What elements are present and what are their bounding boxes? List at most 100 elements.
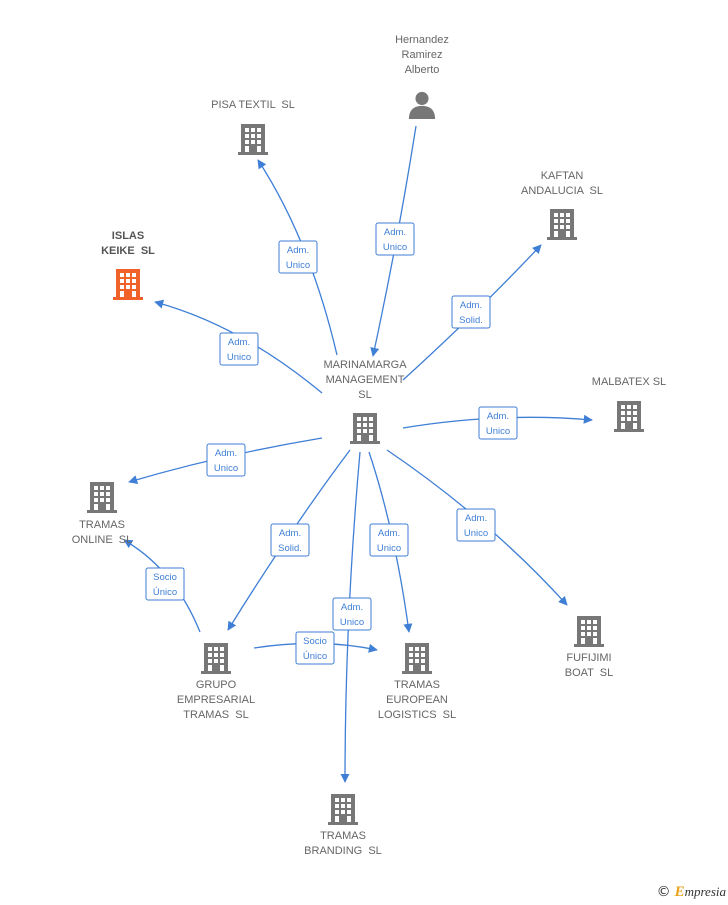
edges-layer: Adm.UnicoAdm.UnicoAdm.UnicoAdm.Solid.Adm…: [123, 125, 593, 783]
edge-marinamarga-to-tramas_online: Adm. Unico: [128, 437, 323, 485]
edge-label-box[interactable]: [456, 508, 496, 542]
edge-label-box[interactable]: [451, 295, 491, 329]
empresia-watermark: ©Empresia: [657, 884, 726, 901]
edge-label-box[interactable]: [219, 332, 259, 366]
node-label-line: MARINAMARGA: [323, 359, 407, 371]
node-label-line: FUFIJIMI: [566, 652, 611, 664]
edge-label-line: Socio: [303, 636, 327, 647]
node-label-line: Ramirez: [402, 49, 443, 61]
node-pisa[interactable]: PISA TEXTIL SL: [211, 99, 295, 155]
node-label-line: SL: [358, 389, 371, 401]
node-label-line: ONLINE SL: [72, 534, 133, 546]
building-icon[interactable]: [614, 401, 644, 432]
nodes-layer: MARINAMARGA MANAGEMENT SL HernandezRamirezA…: [72, 34, 666, 857]
empresia-logo-initial: E: [674, 884, 685, 900]
edge-label-line: Unico: [464, 528, 488, 539]
node-label-line: TRAMAS: [320, 830, 366, 842]
node-malbatex[interactable]: MALBATEX SL: [592, 376, 666, 432]
edge-label-box[interactable]: [278, 240, 318, 274]
node-label-line: BOAT SL: [565, 667, 614, 679]
edge-marinamarga-to-islas: Adm. Unico: [154, 299, 323, 394]
edge-label-line: Único: [153, 587, 177, 598]
building-icon[interactable]: [87, 482, 117, 513]
edge-label-line: Unico: [377, 543, 401, 554]
edge-label-line: Solid.: [278, 543, 302, 554]
edge-hernandez-to-marinamarga: Adm. Unico: [370, 125, 417, 357]
building-icon[interactable]: [547, 209, 577, 240]
edge-label-line: Unico: [486, 426, 510, 437]
edge-label-box[interactable]: [332, 597, 372, 631]
node-fufijimi[interactable]: FUFIJIMI BOAT SL: [565, 616, 614, 679]
node-label-line: TRAMAS: [79, 519, 125, 531]
empresia-logo-text: mpresia: [684, 884, 726, 899]
node-label-line: EMPRESARIAL: [177, 694, 255, 706]
node-marinamarga[interactable]: MARINAMARGA MANAGEMENT SL: [323, 359, 407, 444]
edge-label-line: Unico: [227, 352, 251, 363]
edge-label-line: Unico: [383, 242, 407, 253]
edge-label-box[interactable]: [145, 567, 185, 601]
node-tramas-online[interactable]: TRAMAS ONLINE SL: [72, 482, 133, 546]
node-label-line: TRAMAS: [394, 679, 440, 691]
node-label-line: KAFTAN: [541, 170, 584, 182]
node-label-line: EUROPEAN: [386, 694, 448, 706]
node-label-line: ANDALUCIA SL: [521, 185, 603, 197]
edge-marinamarga-to-kaftan: Adm. Solid.: [402, 244, 542, 381]
edge-label-line: Unico: [214, 463, 238, 474]
building-icon[interactable]: [402, 643, 432, 674]
edge-label-line: Adm.: [465, 513, 487, 524]
edge-label-line: Adm.: [487, 411, 509, 422]
building-icon[interactable]: [113, 269, 143, 300]
person-icon[interactable]: [408, 91, 436, 119]
edge-label-line: Único: [303, 651, 327, 662]
node-tramas-european[interactable]: TRAMAS EUROPEAN LOGISTICS SL: [378, 643, 456, 721]
building-icon[interactable]: [238, 124, 268, 155]
node-islas[interactable]: ISLAS KEIKE SL: [101, 230, 155, 300]
node-label-line: MALBATEX SL: [592, 376, 666, 388]
node-tramas-branding[interactable]: TRAMAS BRANDING SL: [304, 794, 382, 857]
edge-label-line: Adm.: [460, 300, 482, 311]
edge-label-line: Adm.: [341, 602, 363, 613]
building-icon[interactable]: [350, 413, 380, 444]
node-label-line: KEIKE SL: [101, 245, 155, 257]
edge-label-line: Adm.: [215, 448, 237, 459]
node-kaftan[interactable]: KAFTAN ANDALUCIA SL: [521, 170, 603, 240]
edge-marinamarga-to-tramas_european: Adm. Unico: [368, 451, 413, 633]
edge-label-box[interactable]: [270, 523, 310, 557]
node-label-line: BRANDING SL: [304, 845, 382, 857]
edge-label-box[interactable]: [369, 523, 409, 557]
edge-marinamarga-to-fufijimi: Adm. Unico: [386, 449, 568, 606]
copyright-icon: ©: [656, 884, 671, 900]
edge-label-line: Unico: [286, 260, 310, 271]
edge-label-line: Adm.: [384, 227, 406, 238]
node-label-line: MANAGEMENT: [326, 374, 405, 386]
edge-label-box[interactable]: [478, 406, 518, 440]
building-icon[interactable]: [201, 643, 231, 674]
edge-label-line: Adm.: [279, 528, 301, 539]
node-grupo[interactable]: GRUPO EMPRESARIAL TRAMAS SL: [177, 643, 255, 721]
node-label-line: ISLAS: [112, 230, 144, 242]
node-label-line: Alberto: [405, 64, 440, 76]
node-label-line: GRUPO: [196, 679, 237, 691]
edge-label-line: Unico: [340, 617, 364, 628]
edge-marinamarga-to-pisa: Adm. Unico: [257, 159, 338, 356]
node-label-line: TRAMAS SL: [183, 709, 248, 721]
edge-label-line: Solid.: [459, 315, 483, 326]
edge-marinamarga-to-grupo: Adm. Solid.: [227, 449, 351, 631]
edge-label-box[interactable]: [206, 443, 246, 477]
building-icon[interactable]: [328, 794, 358, 825]
node-label-line: PISA TEXTIL SL: [211, 99, 295, 111]
edge-label-box[interactable]: [375, 222, 415, 256]
edge-marinamarga-to-tramas_branding: Adm. Unico: [332, 451, 372, 783]
edge-label-line: Socio: [153, 572, 177, 583]
edge-label-line: Adm.: [378, 528, 400, 539]
edge-label-line: Adm.: [228, 337, 250, 348]
node-label-line: LOGISTICS SL: [378, 709, 456, 721]
building-icon[interactable]: [574, 616, 604, 647]
edge-label-box[interactable]: [295, 631, 335, 665]
node-label-line: Hernandez: [395, 34, 449, 46]
edge-label-line: Adm.: [287, 245, 309, 256]
